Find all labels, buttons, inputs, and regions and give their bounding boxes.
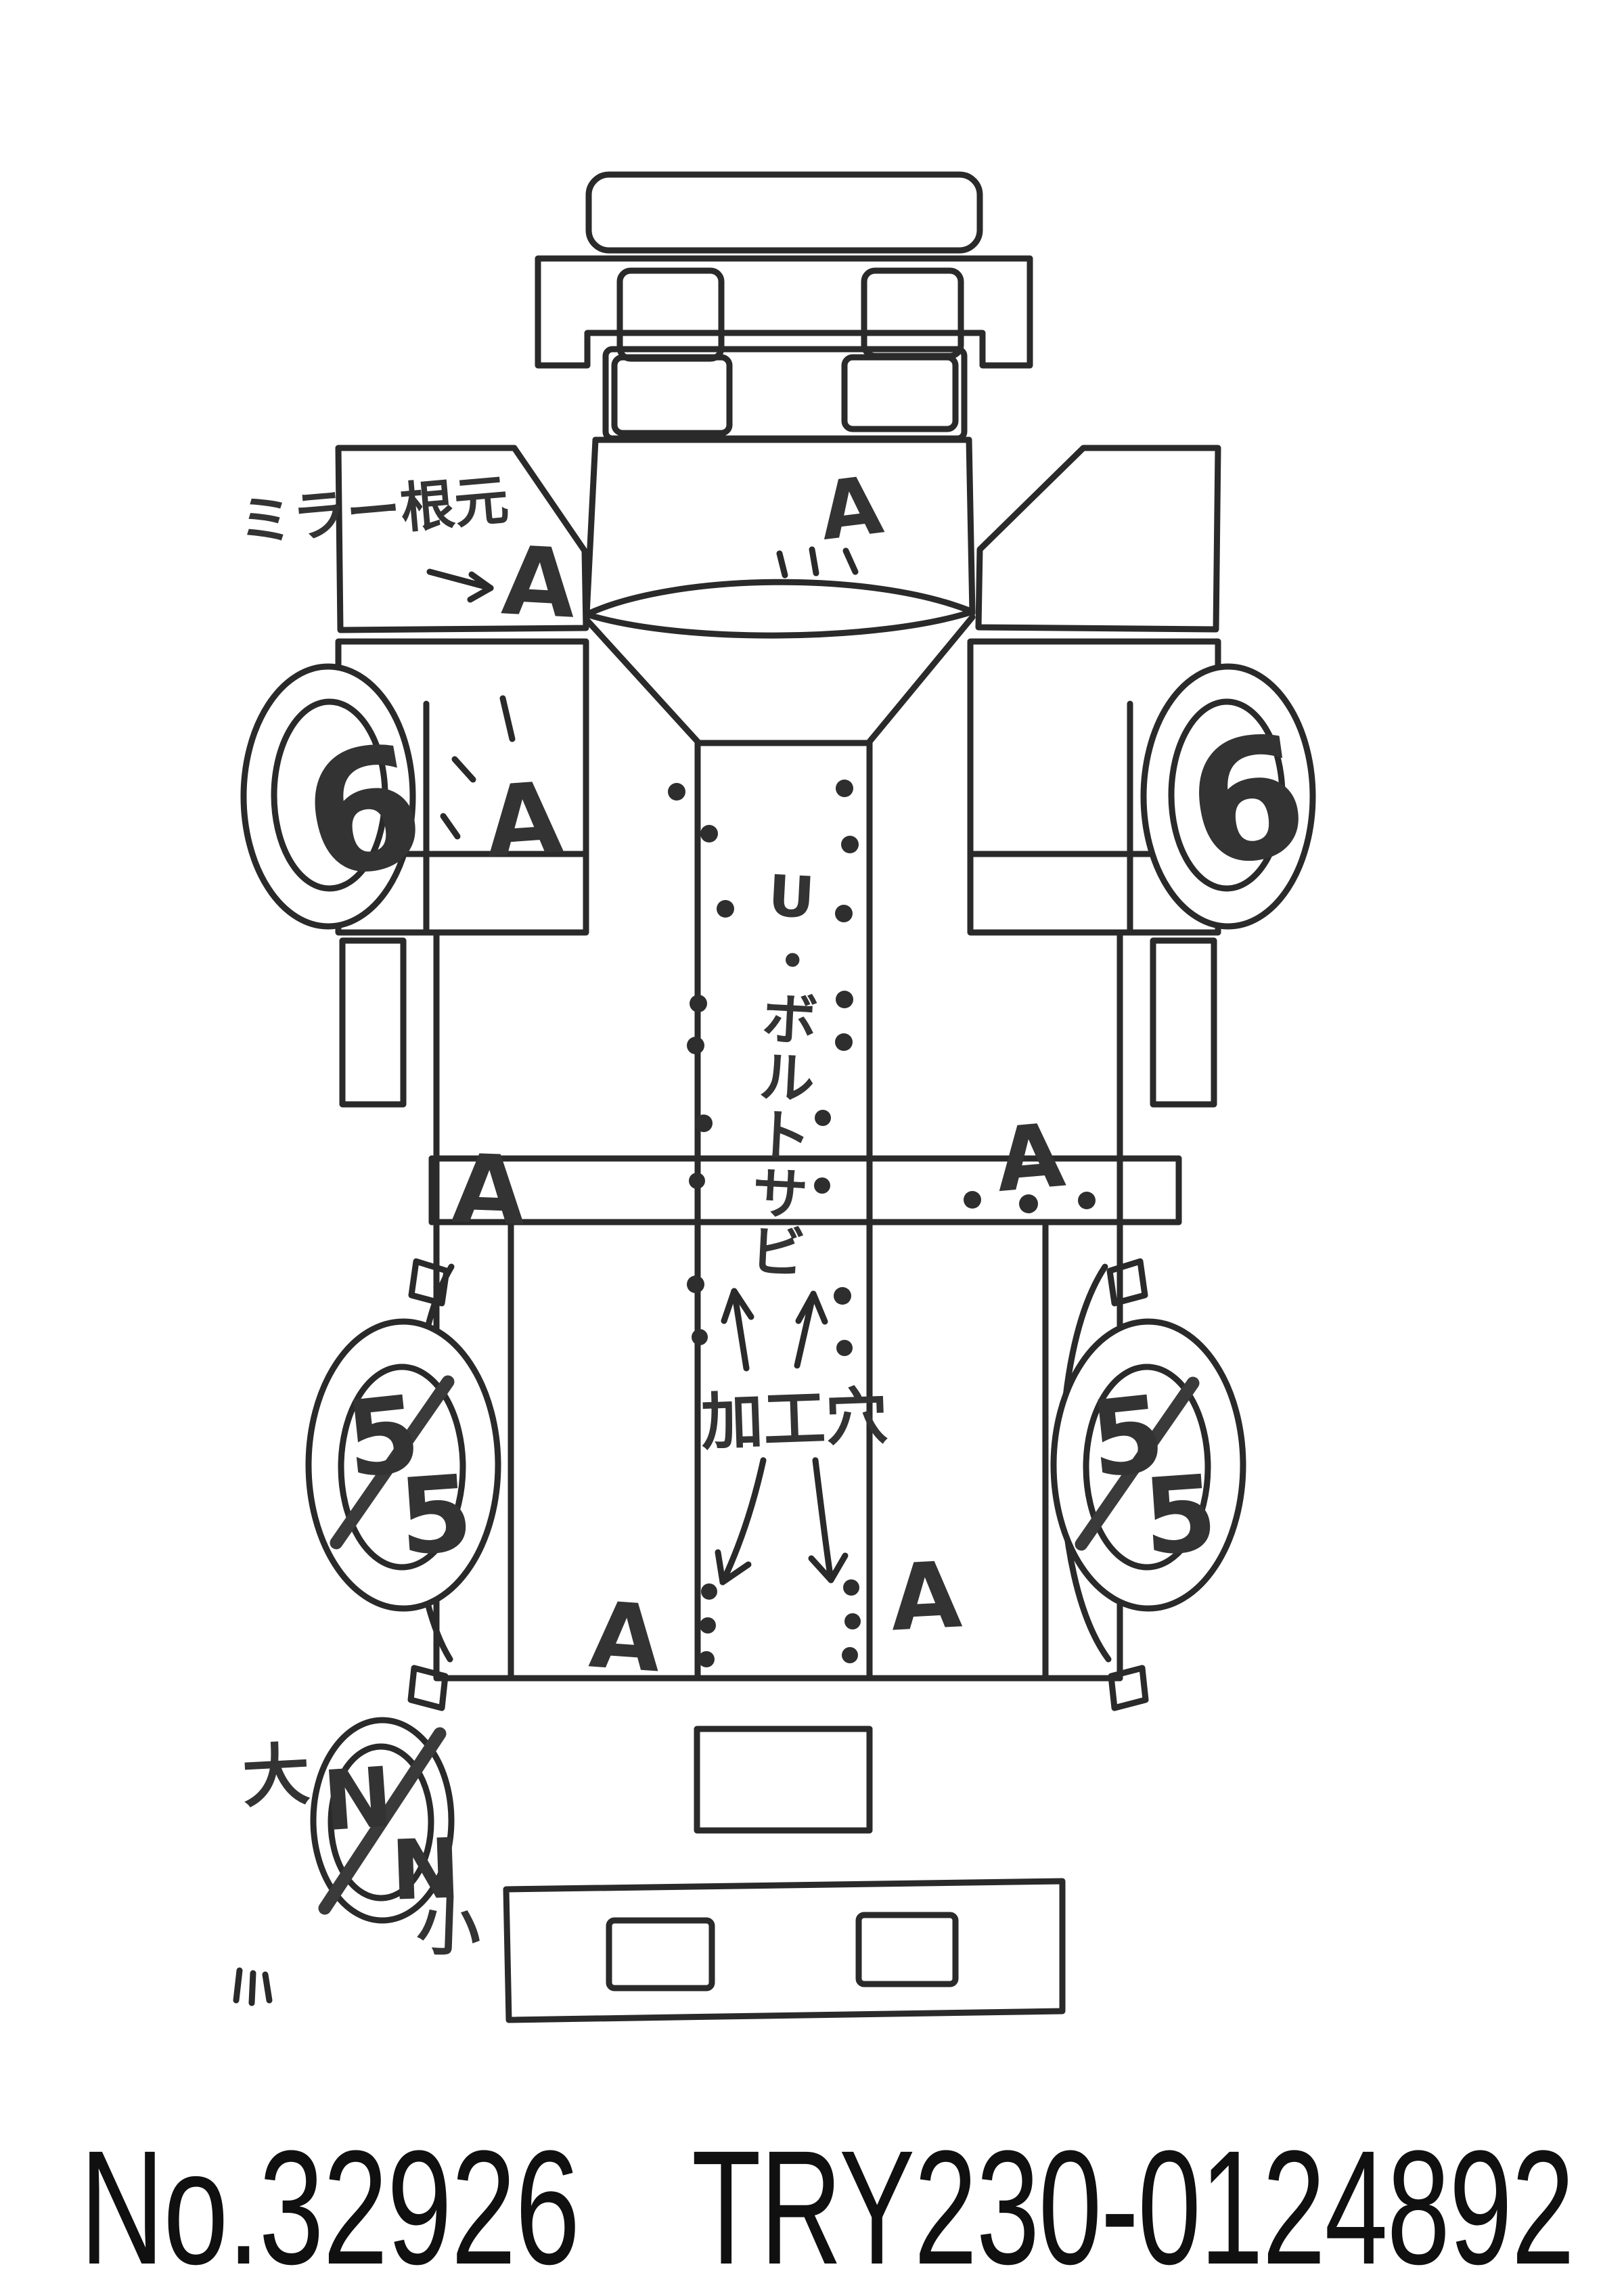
cab-roof-panel: [602, 346, 968, 442]
spare-slash: [318, 1727, 447, 1915]
door-panel-right: [975, 445, 1221, 633]
front-wheel-left-inner: [271, 698, 388, 892]
door-panel-left: [335, 445, 589, 633]
mudflap-bracket-left-top: [408, 1258, 450, 1307]
rear-wheel-right-grade-bottom: 5: [1139, 1451, 1221, 1579]
rear-crossmember-box: [694, 1726, 873, 1834]
spare-circle-inner: [328, 1743, 434, 1901]
hood-slant-left: [583, 616, 701, 745]
windshield-top-arc: [583, 579, 976, 618]
cab-side-right: [966, 436, 976, 616]
door-panel-left-outline: [335, 445, 589, 633]
rear-wheel-right-inner: [1083, 1364, 1211, 1571]
front-wheel-right: [1140, 663, 1316, 930]
rear-bumper-cutout-right: [855, 1912, 959, 1987]
crossmember-right-dots: [964, 1191, 1096, 1213]
rear-wheel-right: [1050, 1318, 1246, 1612]
rear-frame-right-mark: A: [887, 1541, 964, 1652]
front-bumper: [585, 171, 983, 254]
chassis-frame: [339, 740, 1217, 1682]
left-fender-emphasis-ticks: [440, 695, 516, 840]
rear-wheel-left-slash: [330, 1375, 455, 1550]
rear-frame-left-mark: A: [586, 1581, 664, 1693]
crossmember: [428, 1155, 1182, 1225]
roof-window-right: [841, 354, 959, 432]
rear-wheel-left: [305, 1318, 501, 1612]
cab-top-mark: A: [814, 457, 888, 559]
cab-body: [583, 436, 976, 746]
front-wheel-left: [240, 663, 416, 930]
hood-slant-right: [866, 614, 976, 745]
rear-wheel-left-grade-bottom: 5: [394, 1451, 477, 1579]
rear-wheel-left-inner: [338, 1364, 466, 1571]
size-small-label: 小: [415, 1889, 482, 1966]
machined-holes-arrows: [715, 1288, 849, 1585]
size-small-ticks: [233, 1967, 273, 2006]
cab-top-emphasis-ticks: [776, 546, 859, 579]
mudflap-bracket-right-top: [1106, 1258, 1148, 1307]
rear-fender-arcs: [407, 1258, 1149, 1711]
front-panel-outline: [535, 255, 1033, 369]
rear-bumper-outline: [503, 1878, 1066, 2023]
machined-holes-label: 加工穴: [700, 1380, 889, 1459]
headlight-right: [861, 267, 964, 359]
crossmember-right-mark: A: [991, 1103, 1069, 1213]
front-wheel-right-grade: 6: [1176, 698, 1318, 905]
roof-panel-outline: [602, 346, 968, 442]
spare-mark-top: N: [320, 1749, 396, 1850]
front-bumper-outline: [585, 171, 983, 254]
mirror-base-mark: A: [499, 526, 579, 640]
door-panel-right-outline: [975, 445, 1221, 633]
windshield-bottom-arc: [583, 608, 976, 639]
mudflap-bracket-right-bottom: [1108, 1665, 1149, 1711]
mirror-base-arrow: [426, 568, 494, 603]
left-fender-mark: A: [482, 761, 566, 880]
side-guard-right: [1150, 937, 1217, 1108]
mudflap-bracket-left-bottom: [407, 1665, 449, 1711]
chassis-number: TRY230-0124892: [692, 2117, 1575, 2296]
rear-wheel-right-slash: [1075, 1376, 1200, 1551]
side-guard-left: [339, 937, 407, 1108]
sheet-number: No.32926: [80, 2117, 580, 2296]
bolt-hole-dots: [668, 780, 861, 1667]
rear-bumper: [503, 1878, 1066, 2023]
front-wheel-right-inner: [1168, 698, 1286, 892]
rear-box-outline: [694, 1726, 873, 1834]
size-large-label: 大: [240, 1734, 312, 1818]
spare-wheel-circle: [310, 1717, 455, 1924]
roof-window-left: [611, 354, 733, 436]
rear-bumper-cutout-left: [606, 1917, 715, 1991]
headlight-left: [616, 267, 725, 362]
crossmember-left-mark: A: [450, 1134, 528, 1247]
